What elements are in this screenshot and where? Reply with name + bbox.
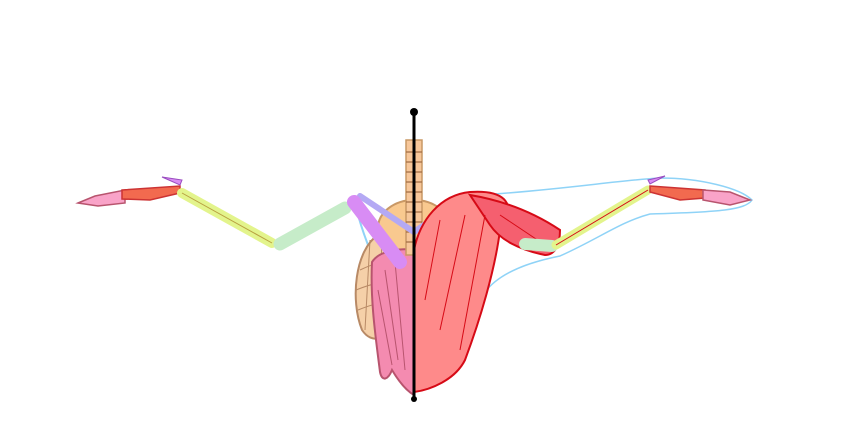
right-forearm-line <box>555 189 649 246</box>
furcula <box>357 193 417 235</box>
right-fingers <box>702 189 753 206</box>
left-humerus <box>273 201 352 251</box>
left-hand-bones <box>121 185 181 201</box>
axis-top-handle[interactable] <box>410 108 418 116</box>
left-coracoid <box>347 195 407 269</box>
right-digit-claw <box>647 175 666 185</box>
right-wing-outline <box>479 177 753 293</box>
axis-bottom-handle[interactable] <box>411 396 417 402</box>
right-humerus <box>519 238 558 252</box>
left-forearm-line <box>181 192 273 244</box>
right-hand-bones <box>649 185 706 201</box>
left-muscle-fibers <box>377 261 406 371</box>
left-fingers <box>75 189 126 207</box>
left-digit-claw <box>161 176 183 186</box>
